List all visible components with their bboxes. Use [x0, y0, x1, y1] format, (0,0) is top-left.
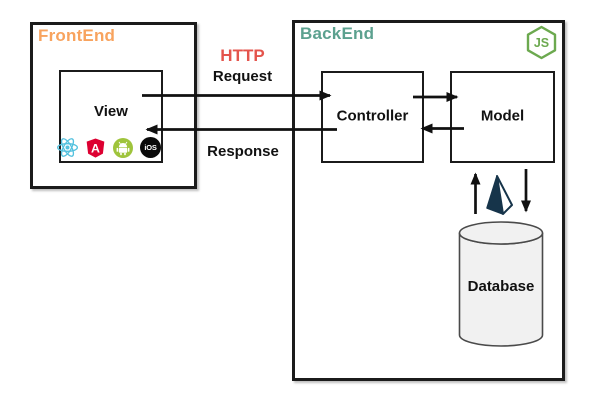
frontend-tech-icons: A — [56, 137, 161, 158]
database-icon — [458, 221, 544, 347]
nodejs-icon: JS — [526, 25, 557, 60]
http-protocol-label: HTTP — [220, 46, 265, 65]
frontend-label: FrontEnd — [38, 26, 116, 45]
ios-icon-text: iOS — [144, 143, 157, 152]
ios-icon: iOS — [139, 137, 161, 158]
http-request-label: Request — [212, 68, 273, 85]
model-box: Model — [450, 71, 555, 163]
controller-label: Controller — [336, 107, 409, 125]
view-label: View — [94, 103, 128, 120]
database-label: Database — [467, 278, 535, 295]
controller-box: Controller — [321, 71, 424, 163]
http-response-label: Response — [207, 143, 279, 160]
frontend-box: FrontEnd View A — [30, 22, 197, 189]
view-box: View A — [56, 70, 163, 163]
react-icon — [56, 138, 79, 157]
angular-letter: A — [91, 141, 100, 155]
android-icon — [112, 137, 133, 158]
model-label: Model — [480, 107, 525, 125]
angular-icon: A — [86, 138, 105, 158]
prisma-icon — [486, 175, 513, 215]
backend-label: BackEnd — [300, 24, 375, 43]
nodejs-icon-text: JS — [534, 36, 549, 50]
backend-box: BackEnd JS Controller Model Database — [292, 20, 565, 381]
